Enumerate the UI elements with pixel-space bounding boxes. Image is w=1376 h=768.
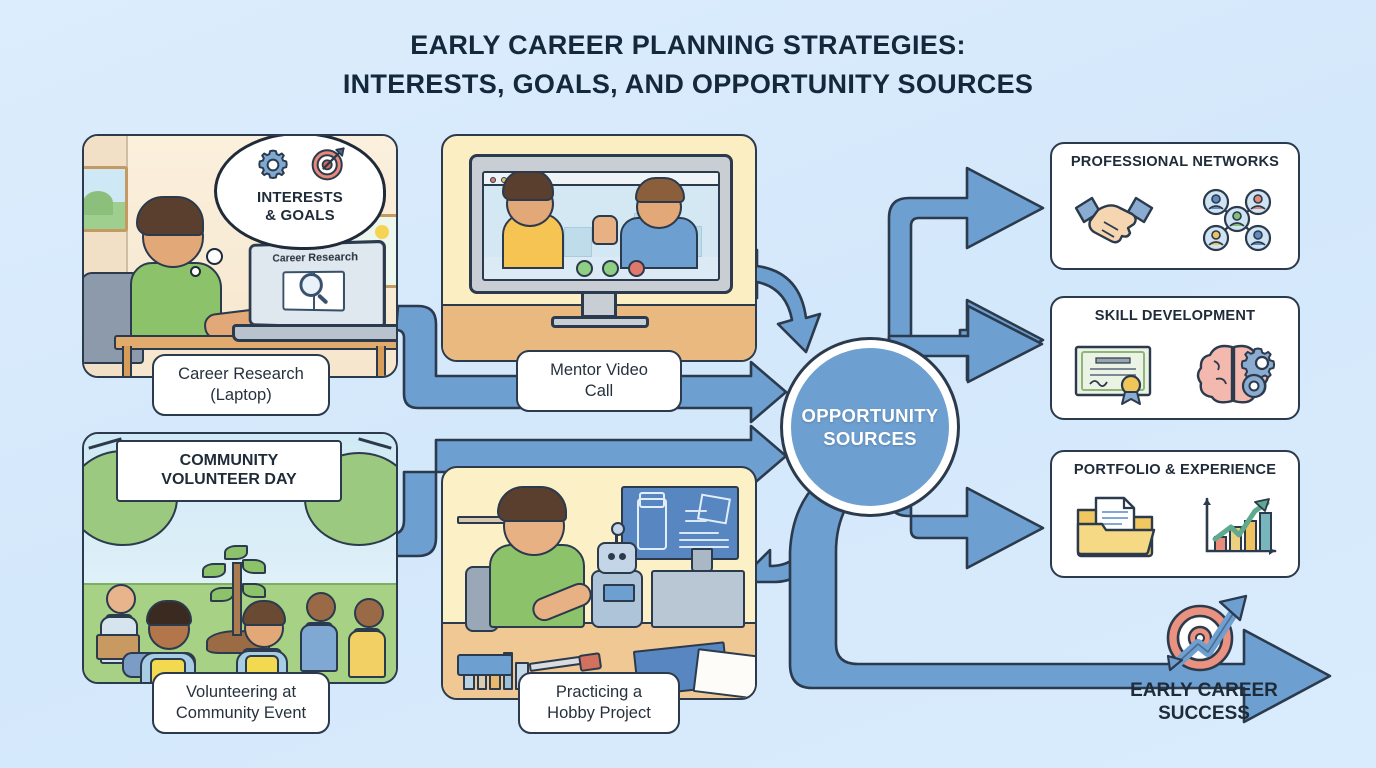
caption-career-research: Career Research (Laptop) [152,354,330,417]
leaf [224,545,248,560]
monitor-neck [581,294,617,318]
leaf [242,559,266,574]
wall-picture-icon [84,166,128,232]
mentor-hair [635,177,685,203]
leaf [202,563,226,578]
outcome-early-career-success[interactable]: EARLY CAREER SUCCESS [1082,592,1326,742]
panel-mentor-video-call[interactable] [441,134,757,362]
waving-hand-icon [592,215,618,245]
arrow-career-research-to-hub [394,304,788,424]
target-icon [311,147,345,181]
handshake-icon [1074,196,1154,244]
target-arrow-icon [1166,594,1248,673]
outcome-line-1: EARLY CAREER [1130,680,1278,701]
card-skill-development[interactable]: SKILL DEVELOPMENT [1050,296,1300,420]
robot-icon [591,570,643,628]
laptop-base [232,324,396,342]
thought-bubble: INTERESTS & GOALS [214,136,386,250]
caption-community-volunteering: Volunteering at Community Event [152,672,330,735]
thought-line-1: INTERESTS [257,189,343,206]
thought-bubble-text: INTERESTS & GOALS [217,189,383,226]
certificate-icon [1074,345,1152,405]
sketch-paper-icon [692,648,755,698]
hub-line-2: SOURCES [823,428,917,449]
outcome-label: EARLY CAREER SUCCESS [1082,680,1326,726]
video-call-window-icon [482,171,720,281]
caption-mentor-video-call: Mentor Video Call [516,350,682,413]
arrow-hub-to-networks [887,166,1045,358]
robot-antenna [611,522,624,544]
tree-sapling-icon [232,562,242,636]
side-drawer-icon [651,570,745,628]
mentee-hair [502,173,554,201]
camera-button[interactable] [602,260,619,277]
panel-hobby-project[interactable] [441,466,757,700]
page-title: EARLY CAREER PLANNING STRATEGIES: INTERE… [0,26,1376,104]
robot-head [597,542,637,574]
thought-bubble-dot-large [206,248,223,265]
banner-line-1: COMMUNITY [179,452,279,469]
call-control-buttons-icon[interactable] [576,260,645,277]
hub-label: OPPORTUNITY SOURCES [802,404,939,450]
monitor-stand [551,316,649,328]
growth-chart-icon [1202,497,1276,555]
person-hair [136,196,204,236]
community-volunteer-day-banner: COMMUNITY VOLUNTEER DAY [116,440,342,502]
card-title-portfolio-experience: PORTFOLIO & EXPERIENCE [1073,462,1277,478]
opportunity-sources-hub[interactable]: OPPORTUNITY SOURCES [783,340,957,514]
card-title-skill-development: SKILL DEVELOPMENT [1094,308,1256,324]
card-title-professional-networks: PROFESSIONAL NETWORKS [1070,154,1280,170]
monitor-icon [469,154,733,294]
pencil-cup-icon [691,548,713,572]
card-professional-networks[interactable]: PROFESSIONAL NETWORKS [1050,142,1300,270]
brain-gears-icon [1196,344,1276,404]
title-line-1: EARLY CAREER PLANNING STRATEGIES: [410,30,966,60]
leaf [210,587,234,602]
hub-line-1: OPPORTUNITY [801,404,939,426]
gear-icon [258,149,288,179]
panel-community-volunteering[interactable]: COMMUNITY VOLUNTEER DAY [82,432,398,684]
close-icon [490,176,496,183]
leaf [242,583,266,598]
thought-bubble-dot-small [190,266,201,277]
mic-button[interactable] [576,260,593,277]
end-call-button[interactable] [628,260,645,277]
laptop-screen: Career Research [248,239,386,331]
laptop-screen-label: Career Research [272,250,359,265]
people-network-icon [1202,188,1272,252]
thought-line-2: & GOALS [265,207,335,225]
panel-career-research[interactable]: Career Research INTERESTS & GOALS [82,134,398,378]
toolbox-icon [457,654,513,676]
blueprint-poster-icon [621,486,739,560]
title-line-2: INTERESTS, GOALS, AND OPPORTUNITY SOURCE… [342,69,1034,100]
banner-line-2: VOLUNTEER DAY [161,471,297,489]
folder-documents-icon [1076,496,1155,558]
card-portfolio-experience[interactable]: PORTFOLIO & EXPERIENCE [1050,450,1300,578]
caption-hobby-project: Practicing a Hobby Project [518,672,680,735]
outcome-line-2: SUCCESS [1158,702,1250,724]
